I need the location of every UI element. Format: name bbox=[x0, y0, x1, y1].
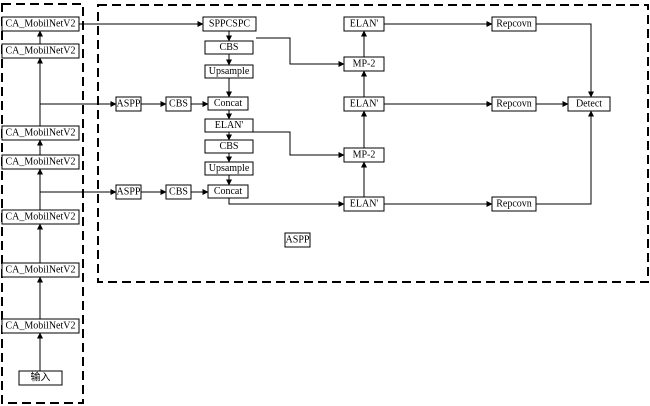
sppcspc-block: SPPCSPC bbox=[202, 16, 257, 32]
ca-mobilnetv2-block-5: CA_MobilNetV2 bbox=[1, 209, 80, 225]
ca-mobilnetv2-block-1: CA_MobilNetV2 bbox=[1, 16, 80, 32]
ca-mobilnetv2-block-4: CA_MobilNetV2 bbox=[1, 154, 80, 170]
elan-block-bottom: ELAN' bbox=[343, 196, 385, 212]
block-label: ASPP bbox=[117, 187, 141, 198]
block-label: ELAN' bbox=[350, 99, 379, 110]
block-label: 输入 bbox=[31, 371, 51, 384]
block-label: ELAN' bbox=[350, 19, 379, 30]
cbs-block-side-1: CBS bbox=[165, 96, 192, 112]
ca-mobilnetv2-block-7: CA_MobilNetV2 bbox=[1, 318, 80, 334]
block-label: Repcovn bbox=[496, 19, 532, 30]
block-label: Upsample bbox=[209, 66, 250, 77]
block-label: CBS bbox=[169, 99, 188, 110]
aspp-block-2: ASPP bbox=[115, 184, 142, 200]
cbs-block-2: CBS bbox=[204, 139, 254, 154]
block-label: CA_MobilNetV2 bbox=[6, 212, 76, 223]
input-block: 输入 bbox=[18, 370, 63, 386]
block-label: Repcovn bbox=[496, 99, 532, 110]
block-label: Concat bbox=[214, 186, 243, 197]
edge-sppcspc-mp-top bbox=[256, 37, 345, 67]
block-label: CBS bbox=[220, 42, 239, 53]
elan-block-top: ELAN' bbox=[343, 16, 385, 32]
repcovn-block-1: Repcovn bbox=[491, 16, 537, 32]
block-label: ELAN' bbox=[215, 120, 244, 131]
cbs-block-1: CBS bbox=[204, 40, 254, 55]
block-label: Upsample bbox=[209, 163, 250, 174]
block-label: SPPCSPC bbox=[209, 19, 250, 30]
backbone-dashed-frame bbox=[1, 3, 84, 404]
block-label: CA_MobilNetV2 bbox=[6, 321, 76, 332]
block-label: CA_MobilNetV2 bbox=[6, 19, 76, 30]
block-label: ASPP bbox=[117, 99, 141, 110]
neck-head-dashed-frame bbox=[97, 4, 649, 283]
mp2-block-top: MP-2 bbox=[343, 56, 385, 72]
edge-concat2-elan-bot bbox=[228, 198, 345, 207]
block-label: CA_MobilNetV2 bbox=[6, 46, 76, 57]
repcovn-block-2: Repcovn bbox=[491, 96, 537, 112]
edge-rep1-detect bbox=[536, 23, 594, 98]
block-label: Repcovn bbox=[496, 199, 532, 210]
mp2-block-bottom: MP-2 bbox=[343, 147, 385, 163]
ca-mobilnetv2-block-6: CA_MobilNetV2 bbox=[1, 262, 80, 278]
elan-block-neck: ELAN' bbox=[204, 118, 254, 133]
upsample-block-2: Upsample bbox=[204, 161, 254, 176]
block-label: CA_MobilNetV2 bbox=[6, 157, 76, 168]
ca-mobilnetv2-block-3: CA_MobilNetV2 bbox=[1, 125, 80, 141]
repcovn-block-3: Repcovn bbox=[491, 196, 537, 212]
block-label: MP-2 bbox=[353, 150, 376, 161]
block-label: ELAN' bbox=[350, 199, 379, 210]
block-label: Detect bbox=[576, 99, 602, 110]
block-label: CA_MobilNetV2 bbox=[6, 265, 76, 276]
edge-rep3-detect bbox=[536, 110, 594, 205]
connections bbox=[37, 21, 594, 371]
concat-block-1: Concat bbox=[207, 96, 249, 111]
aspp-block-3: ASPP bbox=[284, 232, 311, 248]
block-label: Concat bbox=[214, 98, 243, 109]
block-label: CBS bbox=[220, 141, 239, 152]
ca-mobilnetv2-block-2: CA_MobilNetV2 bbox=[1, 43, 80, 59]
elan-block-middle: ELAN' bbox=[343, 96, 385, 112]
block-label: MP-2 bbox=[353, 59, 376, 70]
block-label: CA_MobilNetV2 bbox=[6, 128, 76, 139]
concat-block-2: Concat bbox=[207, 184, 249, 199]
upsample-block-1: Upsample bbox=[204, 64, 254, 79]
detect-block: Detect bbox=[567, 96, 611, 112]
cbs-block-side-2: CBS bbox=[165, 184, 192, 200]
block-label: ASPP bbox=[286, 235, 310, 246]
block-label: CBS bbox=[169, 187, 188, 198]
aspp-block-1: ASPP bbox=[115, 96, 142, 112]
edge-elan-mp-bot bbox=[229, 131, 345, 158]
